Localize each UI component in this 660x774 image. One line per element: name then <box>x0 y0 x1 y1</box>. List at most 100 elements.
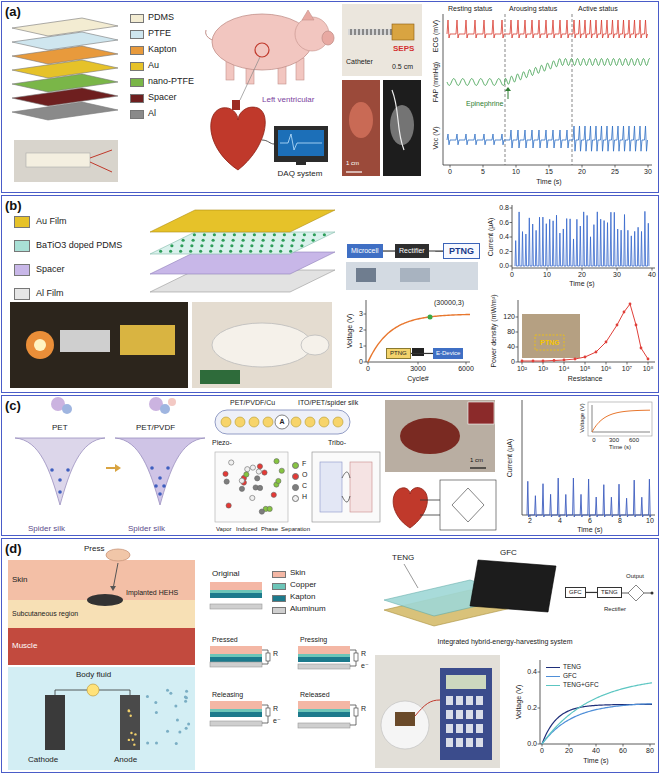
panel-label: (b) <box>5 199 22 214</box>
calculator-key <box>466 710 473 719</box>
tick-label: 10³ <box>538 365 548 373</box>
tick-label: 600 <box>629 437 639 444</box>
batio3-particle <box>180 244 183 247</box>
led-holder <box>60 330 110 352</box>
anode-particle <box>134 733 136 735</box>
data-point <box>595 351 598 354</box>
calculator-key <box>446 710 453 719</box>
aluminum-film <box>298 723 350 728</box>
batio3-particle <box>189 250 192 253</box>
atom <box>257 464 262 469</box>
axis-title: Time (s) <box>577 526 602 534</box>
aorta <box>232 100 240 110</box>
status-divider <box>505 14 506 165</box>
legend-label: Au <box>148 61 159 71</box>
tick-mark <box>564 362 565 365</box>
ion <box>176 718 179 721</box>
atom <box>223 471 228 476</box>
charging-curve <box>368 314 470 362</box>
axis-title: Voltage (V) <box>515 685 523 720</box>
panel-frame: (c) <box>1 395 659 536</box>
atom <box>244 472 249 477</box>
rectifier-box: Rectifier <box>395 244 429 258</box>
device-photo <box>522 314 580 358</box>
electron <box>154 484 158 488</box>
panel-frame: (b)PTNGMicrocellRectifierPTNGE-Device <box>1 195 659 393</box>
batio3-particle <box>170 244 173 247</box>
fiber <box>235 417 245 427</box>
rat-body <box>212 323 312 367</box>
legend-swatch <box>272 571 286 578</box>
data-point <box>563 359 566 362</box>
ptng-device <box>120 325 175 355</box>
electron <box>58 490 62 494</box>
data-point <box>574 358 577 361</box>
device-cross-section <box>215 410 350 434</box>
batio3-pdms-layer <box>150 232 335 254</box>
atom <box>255 476 260 481</box>
daq-monitor <box>274 126 328 162</box>
pig-snout <box>322 31 334 45</box>
text-label: 1 cm <box>346 160 359 167</box>
legend-label: Al Film <box>36 289 64 299</box>
panel-label: (c) <box>5 399 21 414</box>
film-layer <box>12 88 118 106</box>
legend-swatch <box>14 216 30 228</box>
legend-label: O <box>302 471 307 479</box>
legend-label: Au Film <box>36 217 67 227</box>
batio3-particle <box>210 244 213 247</box>
chart-axis <box>512 205 655 268</box>
seps-device <box>392 24 414 40</box>
heart <box>393 487 427 528</box>
calculator-key <box>456 738 463 747</box>
atom <box>239 486 244 491</box>
marker-point <box>428 315 433 320</box>
batio3-particle <box>159 250 162 253</box>
fiber <box>319 417 329 427</box>
atom <box>250 495 255 500</box>
hybrid-device <box>395 712 415 726</box>
electron <box>162 484 166 488</box>
text-label: R <box>361 650 366 658</box>
batio3-particle <box>179 250 182 253</box>
atom <box>262 470 267 475</box>
legend-swatch <box>272 595 286 602</box>
axis-title: Voltage (V) <box>579 403 586 433</box>
surgery-site <box>400 418 460 454</box>
voc-trace <box>447 126 648 151</box>
fiber <box>263 417 273 427</box>
tick-mark <box>652 268 653 271</box>
ion <box>166 689 169 692</box>
monitor-stand <box>296 162 306 165</box>
batio3-particle <box>229 250 232 253</box>
gfc-box: GFC <box>565 587 586 598</box>
demo-photo <box>375 655 500 768</box>
batio3-particle <box>323 233 326 236</box>
atom <box>279 468 284 473</box>
rat-head <box>301 335 329 355</box>
arrow-head <box>115 464 121 472</box>
tick-label: 0 <box>510 271 514 279</box>
tick-mark <box>650 744 651 747</box>
tick-label: 10⁵ <box>580 365 591 373</box>
ion <box>169 692 172 695</box>
skin-layer <box>8 560 195 600</box>
tick-mark <box>538 708 541 709</box>
wire-connector <box>586 592 597 593</box>
tick-label: 8 <box>618 517 622 525</box>
transfer-arc <box>342 472 350 478</box>
batio3-particle <box>272 239 275 242</box>
highlight-box <box>535 335 564 350</box>
electron <box>66 468 70 472</box>
tick-label: 10² <box>517 365 527 373</box>
text-label: Piezo- <box>212 439 232 447</box>
electron <box>50 468 54 472</box>
legend-swatch <box>292 484 299 491</box>
data-point <box>542 360 545 363</box>
heart <box>211 107 266 170</box>
calculator-key <box>456 710 463 719</box>
batio3-particle <box>302 239 305 242</box>
